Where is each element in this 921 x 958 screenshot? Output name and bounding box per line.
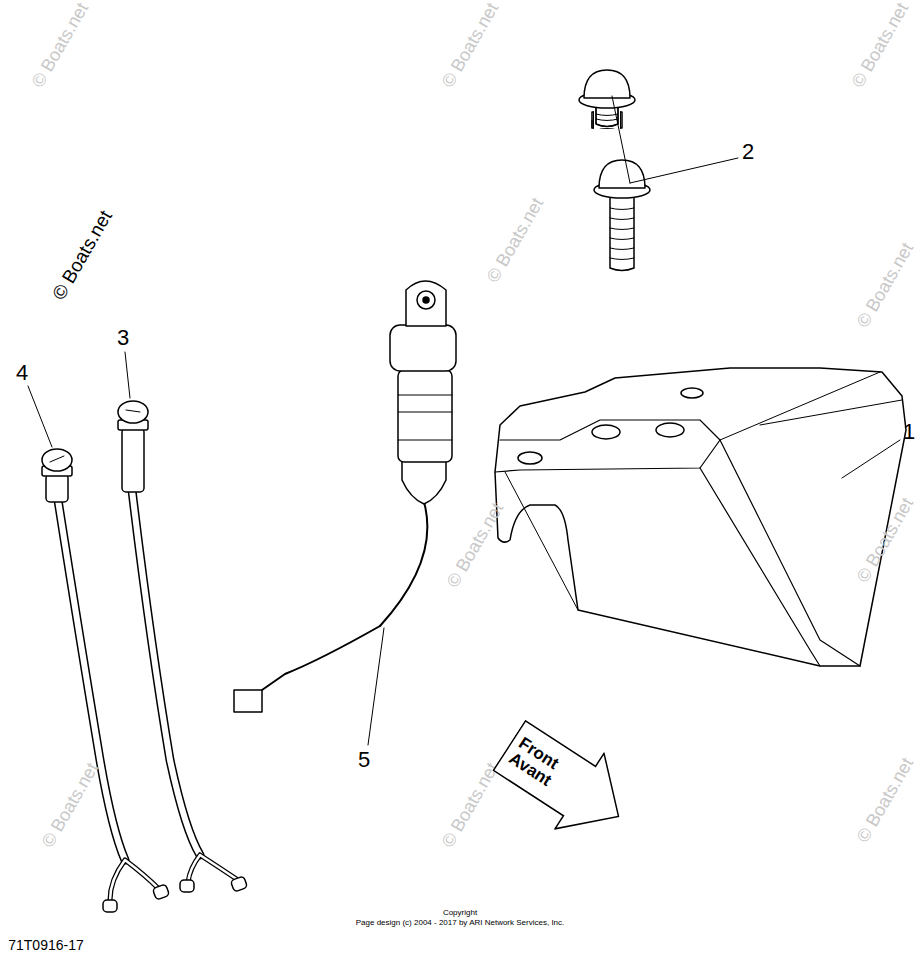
watermark: © Boats.net — [854, 240, 917, 331]
direction-arrow: Front Avant — [484, 706, 645, 855]
watermark: © Boats.net — [444, 500, 507, 591]
callout-number: 1 — [903, 421, 915, 443]
cover — [495, 368, 906, 666]
callout-number: 5 — [358, 749, 370, 771]
watermark: © Boats.net — [29, 0, 92, 90]
callout-number: 2 — [742, 141, 754, 163]
watermark: © Boats.net — [439, 0, 502, 90]
watermark: © Boats.net — [439, 760, 502, 851]
watermark: © Boats.net — [854, 755, 917, 846]
wire-harness — [42, 449, 170, 912]
callout-number: 4 — [16, 362, 28, 384]
copyright-note: Page design (c) 2004 - 2017 by ARI Netwo… — [356, 919, 565, 927]
arrow-shape — [485, 708, 643, 854]
screw-lower — [594, 160, 650, 271]
lanyard-switch — [234, 281, 456, 712]
watermark: © Boats.net — [39, 760, 102, 851]
figure-code: 71T0916-17 — [8, 938, 84, 952]
callout-number: 3 — [117, 327, 129, 349]
arrow-outline — [484, 706, 645, 855]
watermark: © Boats.net — [49, 207, 115, 303]
leader-line — [28, 96, 900, 745]
screw-dome-upper — [579, 70, 635, 108]
copyright-note: Copyright — [443, 909, 477, 917]
watermark: © Boats.net — [849, 0, 912, 90]
watermark: © Boats.net — [484, 195, 547, 286]
wire-harness — [118, 401, 248, 892]
